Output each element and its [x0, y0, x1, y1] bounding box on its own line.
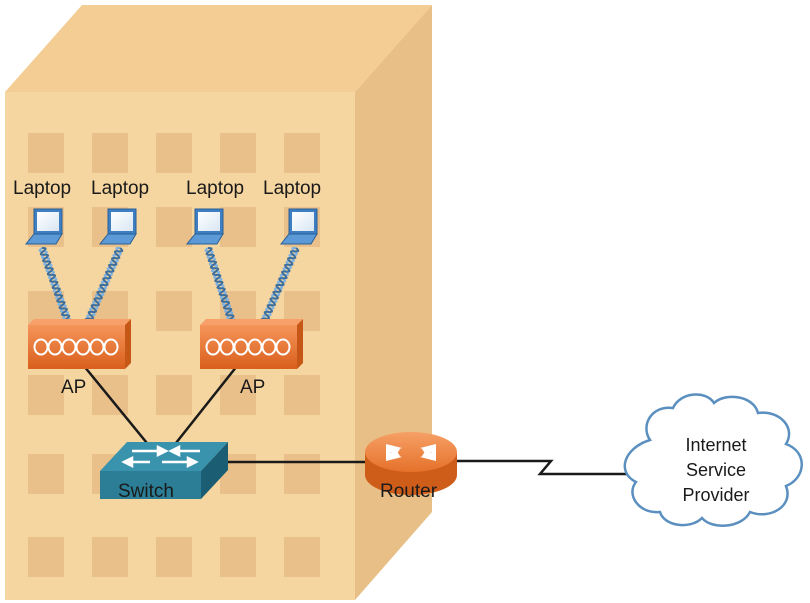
building-side — [355, 5, 432, 600]
window — [156, 375, 192, 415]
wired-links — [83, 365, 628, 476]
window — [284, 133, 320, 173]
link-router-isp — [456, 459, 628, 476]
wireless-link — [205, 247, 235, 323]
window — [156, 291, 192, 331]
laptop-icon[interactable] — [185, 208, 224, 245]
ap-1-side — [125, 319, 131, 369]
router-arrows-icon — [386, 444, 436, 461]
link-ap1-switch — [83, 365, 152, 449]
cloud-line-2: Service — [686, 460, 746, 480]
router-top — [365, 432, 457, 472]
wireless-link — [84, 247, 124, 323]
window — [220, 133, 256, 173]
ap-label-1: AP — [61, 377, 86, 398]
window — [156, 207, 192, 247]
switch-arrows-icon — [121, 444, 200, 469]
laptops: Laptop Laptop Laptop Laptop — [13, 178, 321, 245]
access-point-1[interactable] — [28, 319, 131, 369]
switch-side — [201, 442, 228, 499]
window — [92, 537, 128, 577]
router-device[interactable] — [365, 432, 457, 495]
wireless-links — [38, 246, 300, 324]
laptop-label-4: Laptop — [263, 178, 321, 199]
ap-2-top — [200, 319, 303, 325]
isp-cloud: Internet Service Provider — [623, 393, 803, 527]
laptop-icon[interactable] — [279, 208, 318, 245]
window — [28, 133, 64, 173]
window — [28, 537, 64, 577]
window — [284, 537, 320, 577]
ap-1-antenna-icon — [33, 338, 119, 356]
ap-label-2: AP — [240, 377, 265, 398]
laptop-icon[interactable] — [98, 208, 137, 245]
switch-device[interactable] — [100, 442, 228, 499]
ap-1-top — [28, 319, 131, 325]
wireless-link — [260, 247, 300, 323]
laptop-label-2: Laptop — [91, 178, 149, 199]
window — [156, 133, 192, 173]
laptop-icon[interactable] — [24, 208, 63, 245]
building — [5, 5, 432, 600]
ap-2-antenna-icon — [205, 338, 291, 356]
link-ap2-switch — [171, 365, 238, 449]
access-point-2[interactable] — [200, 319, 303, 369]
cloud-line-1: Internet — [685, 435, 746, 455]
window — [92, 133, 128, 173]
laptop-label-3: Laptop — [186, 178, 244, 199]
wireless-link — [39, 247, 71, 323]
router-label: Router — [380, 481, 438, 502]
window — [28, 375, 64, 415]
switch-label: Switch — [118, 481, 174, 502]
window — [156, 537, 192, 577]
window — [284, 454, 320, 494]
laptop-label-1: Laptop — [13, 178, 71, 199]
cloud-icon — [623, 393, 803, 527]
building-top — [5, 5, 432, 92]
switch-front — [100, 471, 201, 499]
window — [220, 537, 256, 577]
window — [220, 207, 256, 247]
ap-2-side — [297, 319, 303, 369]
cloud-line-3: Provider — [682, 485, 749, 505]
window — [28, 454, 64, 494]
window — [284, 375, 320, 415]
